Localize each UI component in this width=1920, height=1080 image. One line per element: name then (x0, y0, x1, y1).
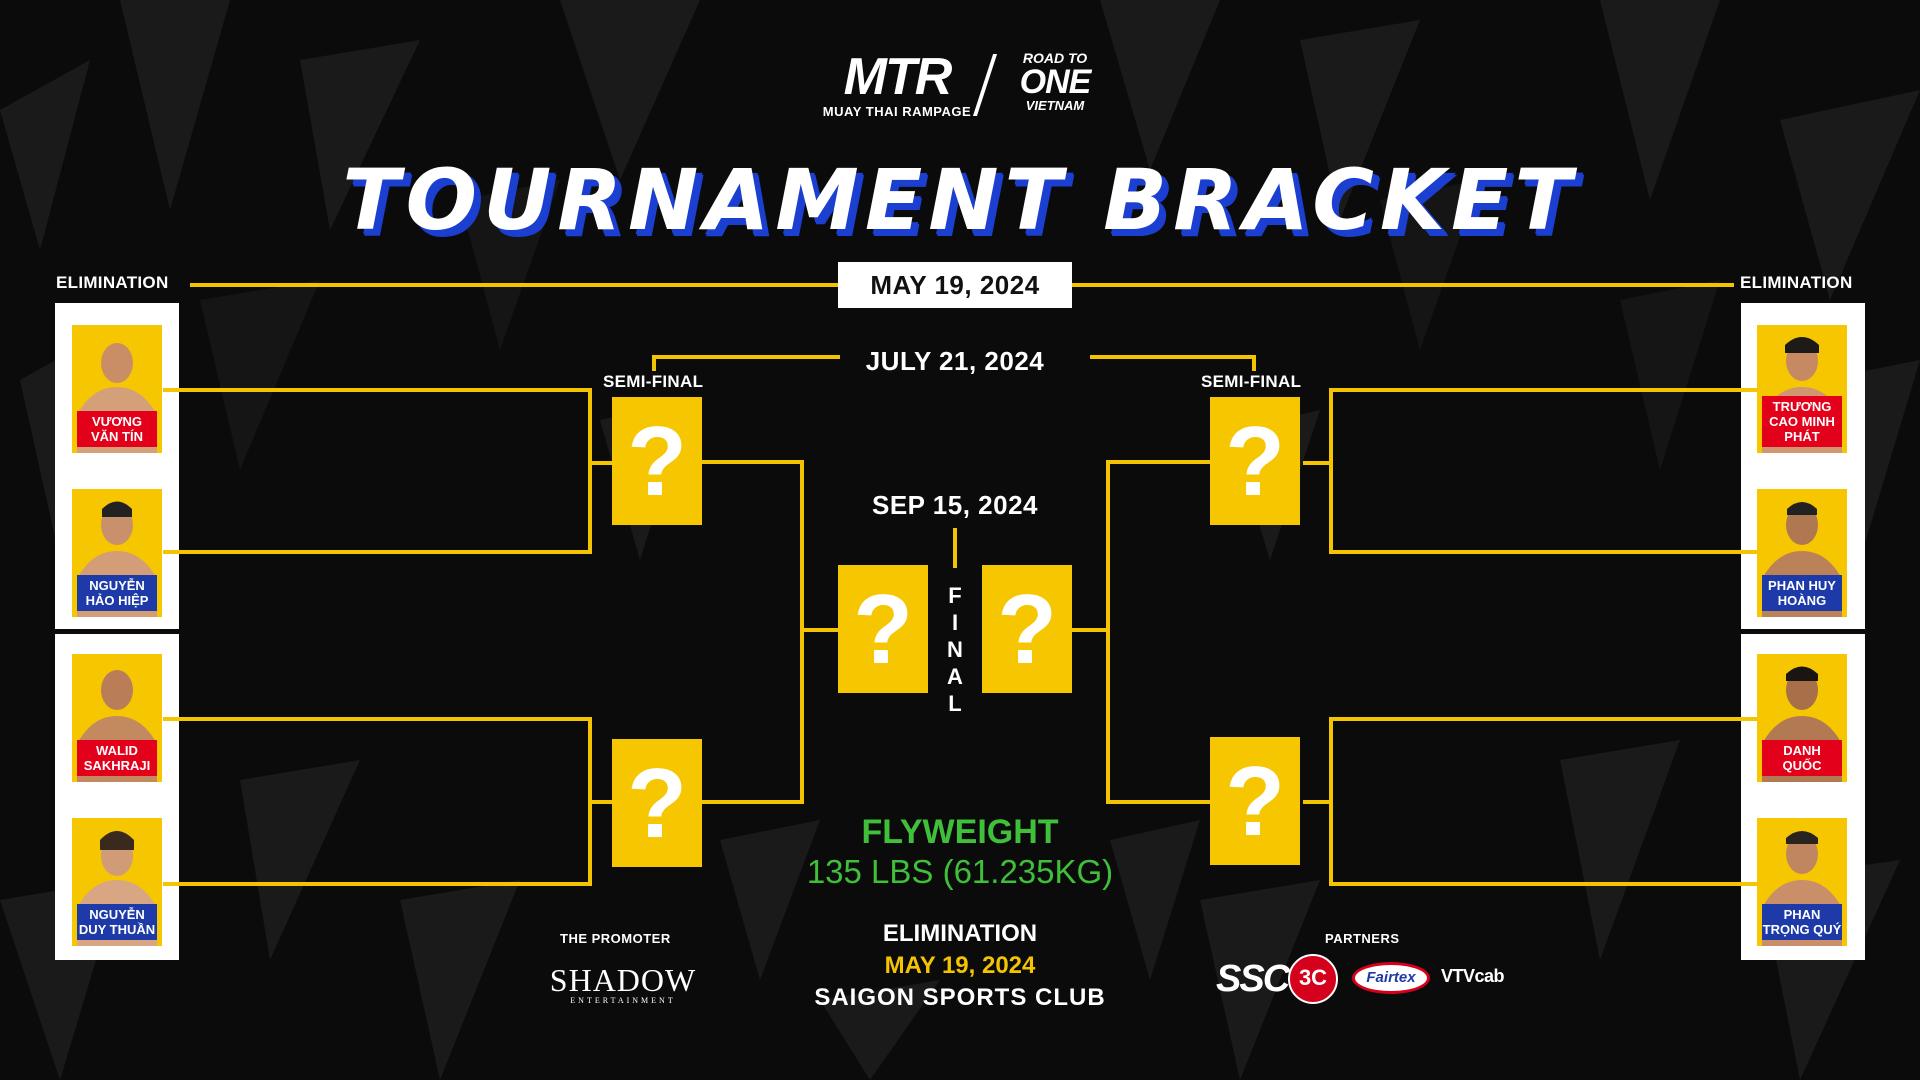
final-letter: N (947, 637, 963, 662)
bracket-line (1106, 460, 1110, 804)
fighter-card[interactable]: PHAN HUY HOÀNG (1757, 489, 1847, 617)
semifinal-winner-slot[interactable]: ? (612, 739, 702, 867)
road-to-text: ROAD TO (1022, 50, 1088, 66)
semifinal-line-right (1090, 355, 1256, 359)
final-date-connector (953, 528, 957, 568)
fighter-name: NGUYỄN HẢO HIỆP (77, 575, 157, 611)
bracket-line (1303, 461, 1333, 465)
fighter-card[interactable]: NGUYỄN DUY THUẦN (72, 818, 162, 946)
final-letter: L (948, 691, 962, 716)
event-label: ELIMINATION (882, 920, 1038, 947)
elimination-line-left (190, 283, 838, 287)
bracket-line (1329, 882, 1757, 886)
bracket-line (1329, 550, 1757, 554)
ssc-logo: SSC (1216, 958, 1290, 1000)
bracket-line (1329, 717, 1757, 721)
elimination-label-right: ELIMINATION (1740, 273, 1853, 292)
finalist-slot[interactable]: ? (838, 565, 928, 693)
fighter-name: PHAN TRỌNG QUÝ (1762, 904, 1842, 940)
semifinal-winner-slot[interactable]: ? (1210, 397, 1300, 525)
bracket-line (163, 550, 591, 554)
semifinal-label-left: SEMI-FINAL (603, 372, 704, 391)
bracket-line (1072, 628, 1110, 632)
page-title: TOURNAMENT BRACKET (342, 151, 1578, 249)
mtr-logo-subtitle: MUAY THAI RAMPAGE (822, 104, 972, 119)
final-label: F I N A L (944, 582, 966, 717)
final-letter: F (948, 583, 962, 608)
bracket-line (1329, 388, 1333, 554)
fighter-name: DANH QUỐC (1762, 740, 1842, 776)
bracket-line (1106, 460, 1210, 464)
bracket-line (163, 717, 591, 721)
fighter-name: PHAN HUY HOÀNG (1762, 575, 1842, 611)
promoter-label: THE PROMOTER (560, 931, 671, 946)
event-venue: SAIGON SPORTS CLUB (814, 984, 1106, 1011)
promoter-logo-subtitle: ENTERTAINMENT (570, 996, 676, 1005)
bracket-line (1329, 388, 1757, 392)
fighter-card[interactable]: VƯƠNG VĂN TÍN (72, 325, 162, 453)
weight-limit: 135 LBS (61.235KG) (806, 853, 1114, 890)
bracket-line (588, 800, 614, 804)
semifinal-winner-slot[interactable]: ? (612, 397, 702, 525)
final-date: SEP 15, 2024 (872, 490, 1038, 520)
bracket-line (588, 388, 592, 554)
partners-label: PARTNERS (1325, 931, 1400, 946)
bracket-line (700, 800, 804, 804)
bracket-line (163, 388, 591, 392)
elimination-date: MAY 19, 2024 (838, 262, 1072, 308)
3c-logo: 3C (1288, 954, 1338, 1004)
fairtex-logo: Fairtex (1352, 962, 1430, 994)
vietnam-text: VIETNAM (1025, 98, 1085, 113)
bracket-line (700, 460, 804, 464)
bracket-line (163, 882, 591, 886)
elimination-line-right (1072, 283, 1734, 287)
bracket-line (800, 460, 804, 804)
mtr-logo-text: MTR (843, 48, 953, 106)
promoter-logo: SHADOW (549, 962, 697, 998)
finalist-slot[interactable]: ? (982, 565, 1072, 693)
fighter-card[interactable]: NGUYỄN HẢO HIỆP (72, 489, 162, 617)
road-to-one-logo: ROAD TO ONE VIETNAM (1005, 50, 1105, 120)
event-date: MAY 19, 2024 (884, 952, 1036, 979)
semifinal-line-left (652, 355, 840, 359)
bracket-line (1106, 800, 1210, 804)
fighter-name: TRƯƠNG CAO MINH PHÁT (1762, 396, 1842, 447)
fighter-card[interactable]: PHAN TRỌNG QUÝ (1757, 818, 1847, 946)
fighter-card[interactable]: TRƯƠNG CAO MINH PHÁT (1757, 325, 1847, 453)
one-text: ONE (1019, 63, 1092, 101)
final-letter: A (947, 664, 963, 689)
semifinal-label-right: SEMI-FINAL (1201, 372, 1302, 391)
fighter-card[interactable]: DANH QUỐC (1757, 654, 1847, 782)
bracket-line (588, 461, 614, 465)
final-letter: I (951, 610, 959, 635)
mtr-logo: MTR MUAY THAI RAMPAGE (822, 50, 972, 120)
fighter-name: WALID SAKHRAJI (77, 740, 157, 776)
weight-class: FLYWEIGHT 135 LBS (61.235KG) (720, 812, 1200, 892)
bracket-line (1303, 800, 1333, 804)
fighter-name: NGUYỄN DUY THUẦN (77, 904, 157, 940)
semifinal-tick-right (1252, 355, 1256, 371)
semifinal-date: JULY 21, 2024 (865, 346, 1045, 376)
elimination-label-left: ELIMINATION (56, 273, 169, 292)
fighter-name: VƯƠNG VĂN TÍN (77, 411, 157, 447)
semifinal-winner-slot[interactable]: ? (1210, 737, 1300, 865)
weight-class-name: FLYWEIGHT (861, 813, 1059, 851)
vtvcab-logo: VTVcab (1441, 966, 1505, 986)
bracket-line (800, 628, 840, 632)
semifinal-tick-left (652, 355, 656, 371)
fighter-card[interactable]: WALID SAKHRAJI (72, 654, 162, 782)
